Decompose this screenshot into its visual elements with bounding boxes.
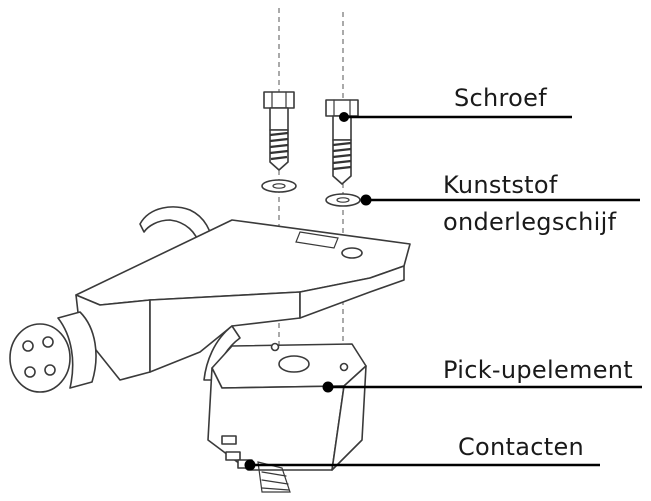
label-washer-line2: onderlegschijf (443, 208, 617, 236)
connector-pin (22, 340, 34, 352)
screws (263, 91, 359, 185)
headshell (9, 206, 411, 393)
screw-shank (269, 107, 289, 131)
headshell-slot (295, 231, 339, 249)
screw-thread (269, 137, 289, 143)
washer-leader-dot (360, 194, 372, 206)
screw-thread (270, 155, 288, 161)
label-contacts: Contacten (458, 433, 584, 461)
cartridge-center-hole (278, 355, 310, 373)
screw-thread (332, 147, 352, 153)
washer-left (261, 179, 297, 193)
screw-thread (269, 131, 289, 137)
label-washer-line1: Kunststof (443, 171, 558, 199)
stylus-groove (261, 487, 290, 491)
washer-right (325, 193, 361, 207)
contact-pin (225, 451, 241, 461)
callouts (244, 112, 642, 471)
headshell-hole (341, 247, 363, 259)
cartridge (207, 342, 367, 493)
washers (261, 179, 361, 207)
screw-thread (332, 159, 352, 165)
cartridge-mount-hole (339, 362, 349, 372)
screw-thread (332, 141, 352, 147)
stylus-groove (261, 471, 287, 477)
washer-left-hole (272, 183, 286, 189)
screw-thread-body (269, 129, 289, 171)
washer-right-hole (336, 197, 350, 203)
stylus-groove (261, 479, 289, 485)
screw-thread (269, 149, 289, 155)
screw-thread (332, 165, 352, 171)
headshell-plate-edge (299, 265, 405, 319)
connector-end (9, 323, 71, 393)
screw-thread (269, 143, 289, 149)
screw-leader-dot (339, 112, 349, 122)
cartridge-mount-hole (270, 342, 280, 352)
contacts-leader-dot (244, 459, 256, 471)
cartridge-leader-dot (322, 381, 334, 393)
connector-pin (24, 366, 36, 378)
screw-head (263, 91, 295, 109)
cartridge-side-face (331, 365, 367, 471)
connector-pin (44, 364, 56, 376)
screw-right (325, 99, 359, 185)
labels: Schroef Kunststof onderlegschijf Pick-up… (443, 84, 633, 461)
label-screw: Schroef (454, 84, 547, 112)
screw-thread (332, 153, 352, 159)
connector-collar (57, 311, 97, 389)
screw-left (263, 91, 295, 171)
contact-pin (221, 435, 237, 445)
label-cartridge: Pick-upelement (443, 356, 633, 384)
connector-pin (42, 336, 54, 348)
